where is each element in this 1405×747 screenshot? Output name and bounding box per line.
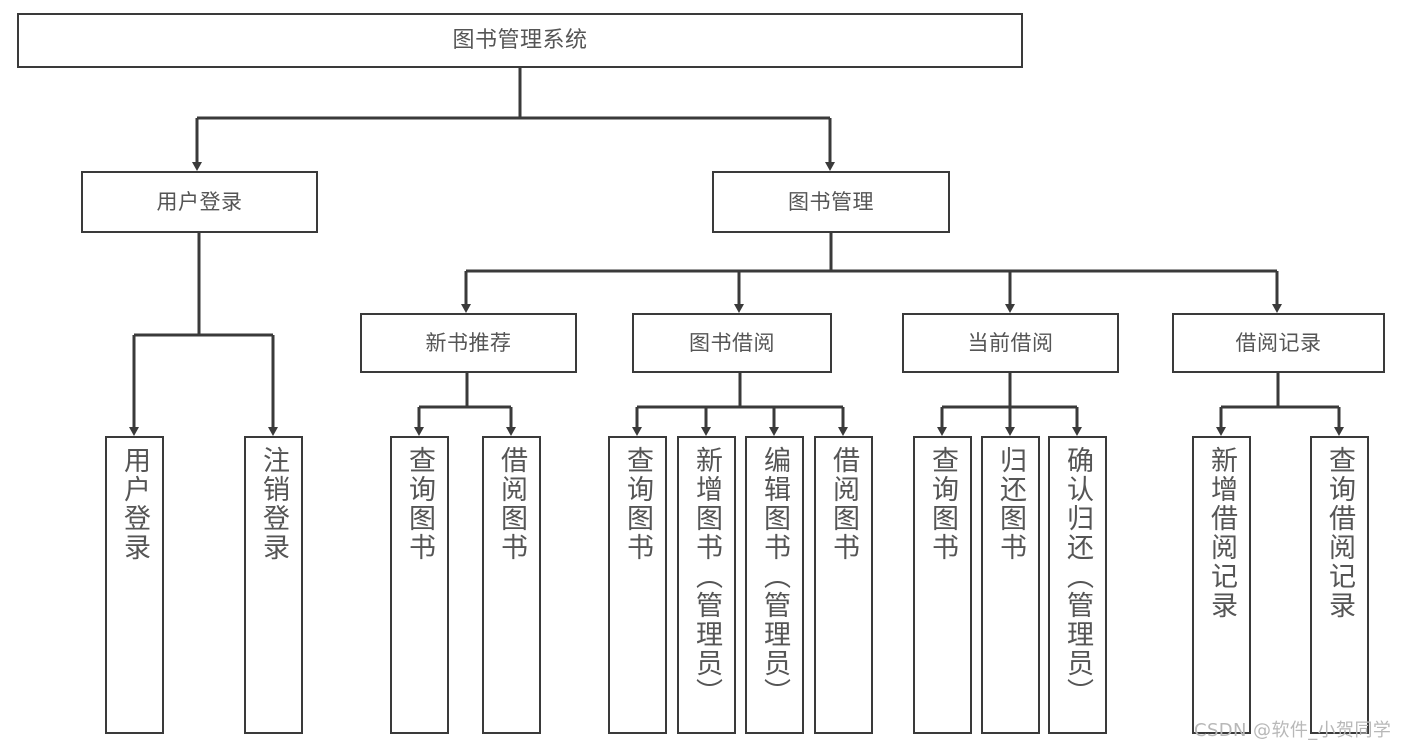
node-leaf-add-book-admin[interactable]: 新增图书（管理员） bbox=[677, 436, 736, 734]
node-leaf-confirm-return-admin[interactable]: 确认归还（管理员） bbox=[1048, 436, 1107, 734]
node-label: 查询借阅记录 bbox=[1324, 446, 1355, 620]
node-label: 图书管理系统 bbox=[452, 27, 588, 53]
node-leaf-return-book[interactable]: 归还图书 bbox=[981, 436, 1040, 734]
node-book-management[interactable]: 图书管理 bbox=[712, 171, 950, 233]
node-label: 归还图书 bbox=[995, 446, 1026, 562]
node-label: 用户登录 bbox=[156, 189, 243, 214]
node-book-borrow[interactable]: 图书借阅 bbox=[632, 313, 832, 373]
node-leaf-edit-book-admin[interactable]: 编辑图书（管理员） bbox=[745, 436, 804, 734]
node-leaf-user-login[interactable]: 用户登录 bbox=[105, 436, 164, 734]
node-label: 借阅图书 bbox=[496, 446, 527, 562]
node-leaf-query-book-borrow[interactable]: 查询图书 bbox=[608, 436, 667, 734]
node-current-borrow[interactable]: 当前借阅 bbox=[902, 313, 1119, 373]
node-leaf-borrow-book-recommend[interactable]: 借阅图书 bbox=[482, 436, 541, 734]
node-borrow-record[interactable]: 借阅记录 bbox=[1172, 313, 1385, 373]
node-leaf-logout[interactable]: 注销登录 bbox=[244, 436, 303, 734]
node-leaf-add-borrow-record[interactable]: 新增借阅记录 bbox=[1192, 436, 1251, 734]
node-label: 新增图书（管理员） bbox=[691, 446, 722, 707]
node-label: 新书推荐 bbox=[425, 330, 512, 355]
node-root-book-management-system[interactable]: 图书管理系统 bbox=[17, 13, 1023, 68]
node-label: 借阅记录 bbox=[1235, 330, 1322, 355]
watermark-text: CSDN @软件_小贺同学 bbox=[1194, 720, 1392, 741]
node-label: 当前借阅 bbox=[967, 330, 1054, 355]
node-leaf-borrow-book[interactable]: 借阅图书 bbox=[814, 436, 873, 734]
node-leaf-query-book-current[interactable]: 查询图书 bbox=[913, 436, 972, 734]
node-label: 查询图书 bbox=[404, 446, 435, 562]
node-label: 确认归还（管理员） bbox=[1062, 446, 1093, 707]
node-user-login[interactable]: 用户登录 bbox=[81, 171, 318, 233]
node-leaf-query-book-recommend[interactable]: 查询图书 bbox=[390, 436, 449, 734]
node-label: 用户登录 bbox=[119, 446, 150, 562]
node-label: 图书借阅 bbox=[689, 330, 775, 355]
node-label: 查询图书 bbox=[927, 446, 958, 562]
node-label: 新增借阅记录 bbox=[1206, 446, 1237, 620]
node-label: 图书管理 bbox=[788, 189, 874, 214]
node-label: 借阅图书 bbox=[828, 446, 859, 562]
node-label: 编辑图书（管理员） bbox=[759, 446, 790, 707]
node-label: 注销登录 bbox=[258, 446, 289, 562]
node-new-book-recommend[interactable]: 新书推荐 bbox=[360, 313, 577, 373]
node-leaf-query-borrow-record[interactable]: 查询借阅记录 bbox=[1310, 436, 1369, 734]
node-label: 查询图书 bbox=[622, 446, 653, 562]
